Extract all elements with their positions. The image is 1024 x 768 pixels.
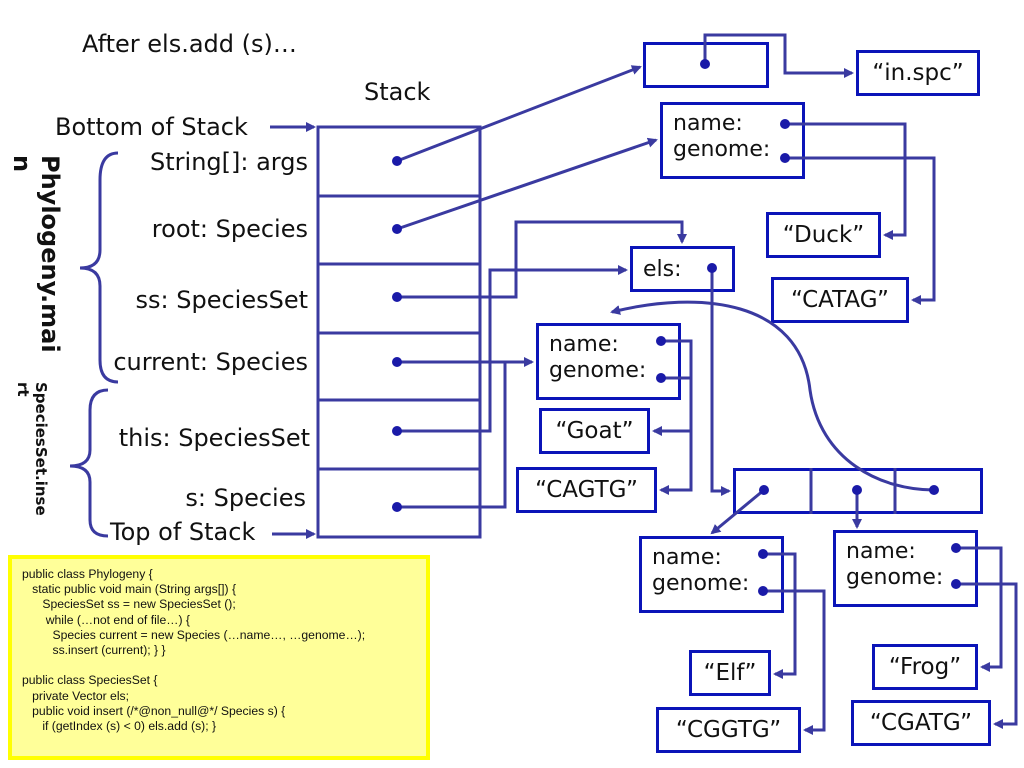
pointer-frog-name (956, 546, 1003, 672)
pointer-root-name (785, 122, 907, 240)
pointer-dot (759, 485, 769, 495)
genome-field: genome: (549, 358, 647, 383)
root-species-object: name: genome: (660, 102, 805, 179)
pointer-root (396, 137, 658, 231)
top-of-stack-label: Top of Stack (110, 518, 256, 546)
bottom-of-stack-label: Bottom of Stack (55, 113, 248, 141)
pointer-dot (392, 357, 402, 367)
string-cagtg: “CAGTG” (516, 467, 657, 513)
frog-species-object: name: genome: (833, 530, 978, 607)
stack-slot-label: s: Species (185, 484, 306, 512)
string-goat: “Goat” (539, 408, 650, 454)
pointer-frog-genome (956, 582, 1018, 729)
stack-slot-label: this: SpeciesSet (118, 424, 310, 452)
slide-title: After els.add (s)… (82, 30, 297, 58)
stack-slot-label: String[]: args (150, 148, 308, 176)
string-in-spc: “in.spc” (856, 50, 980, 96)
pointer-dot (392, 292, 402, 302)
goat-species-object: name: genome: (536, 323, 681, 400)
pointer-dot (951, 543, 961, 553)
speciesset-object: els: (630, 246, 735, 292)
pointer-dot (929, 485, 939, 495)
name-field: name: (673, 111, 743, 136)
code-snippet: public class Phylogeny { static public v… (8, 555, 430, 760)
pointer-dot (656, 373, 666, 383)
pointer-dot (392, 502, 402, 512)
pointer-dot (392, 156, 402, 166)
pointer-dot (700, 59, 710, 69)
pointer-els (710, 268, 731, 496)
pointer-dot (656, 336, 666, 346)
stack-slot-label: ss: SpeciesSet (135, 286, 309, 314)
pointer-elf-name (763, 552, 797, 679)
name-field: name: (652, 545, 722, 570)
pointer-dot (758, 586, 768, 596)
frame-label-insert: SpeciesSet.inse rt (14, 382, 50, 516)
frame-label-main: Phylogeny.mai n (8, 155, 64, 353)
pointer-dot (758, 549, 768, 559)
pointer-dot (392, 426, 402, 436)
stack-title: Stack (364, 78, 431, 106)
genome-field: genome: (652, 571, 750, 596)
pointer-dot (707, 263, 717, 273)
name-field: name: (549, 332, 619, 357)
pointer-dot (780, 119, 790, 129)
elf-species-object: name: genome: (639, 536, 784, 613)
pointer-dot (852, 485, 862, 495)
pointer-vector-0 (710, 488, 765, 535)
pointer-this (397, 265, 628, 433)
pointer-dot (392, 224, 402, 234)
string-cgatg: “CGATG” (851, 700, 991, 746)
string-duck: “Duck” (766, 212, 881, 258)
genome-field: genome: (673, 137, 771, 162)
pointer-vector-2 (610, 300, 935, 492)
string-cggtg: “CGGTG” (656, 707, 801, 753)
string-catag: “CATAG” (771, 277, 909, 323)
pointer-s (397, 362, 507, 509)
string-elf: “Elf” (689, 650, 771, 696)
brace-insert (69, 388, 109, 538)
string-frog: “Frog” (872, 644, 978, 690)
pointer-file (703, 33, 854, 78)
pointer-goat-genome (659, 376, 693, 495)
pointer-dot (951, 579, 961, 589)
stack-slot-label: root: Species (151, 215, 308, 243)
pointer-goat-name (652, 339, 693, 436)
pointer-ss (397, 220, 687, 299)
brace-main (79, 151, 119, 384)
name-field: name: (846, 539, 916, 564)
pointer-dot (780, 153, 790, 163)
pointer-args (396, 65, 642, 163)
pointer-root-genome (785, 156, 936, 305)
pointer-elf-genome (763, 589, 826, 735)
stack-slot-label: current: Species (113, 348, 308, 376)
els-field: els: (643, 257, 682, 282)
genome-field: genome: (846, 565, 944, 590)
